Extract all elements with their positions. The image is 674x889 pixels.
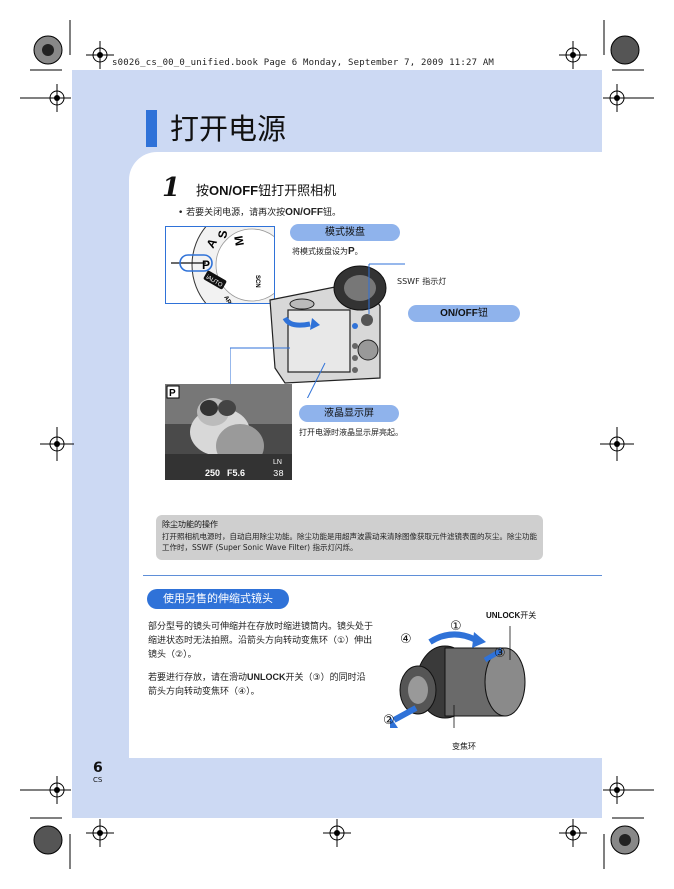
dial-scn: SCN — [254, 275, 260, 288]
step-note: • 若要关闭电源，请再次按ON/OFF钮。 — [178, 207, 341, 218]
dust-note-text: 打开照相机电源时，自动启用除尘功能。除尘功能是用超声波震动来清除图像获取元件滤镜… — [162, 532, 537, 552]
zoom-ring-label: 变焦环 — [452, 742, 476, 751]
section-divider — [143, 575, 602, 576]
dial-m: M — [231, 235, 247, 247]
dust-note-title: 除尘功能的操作 — [162, 520, 218, 529]
title-accent-bar — [146, 110, 157, 147]
marker-2: ② — [383, 713, 395, 728]
lcd-photo-preview: P 250 F5.6 LN 38 — [165, 384, 292, 480]
lcd-shutter: 250 — [205, 468, 220, 478]
dust-note-box — [156, 515, 543, 560]
mode-dial-desc: 将模式拨盘设为P。 — [292, 246, 363, 257]
marker-3: ③ — [494, 646, 506, 661]
sswf-label: SSWF 指示灯 — [397, 277, 447, 286]
dial-art: ART — [222, 295, 234, 303]
lcd-label: 液晶显示屏 — [299, 405, 399, 422]
mode-dial-label: 模式拨盘 — [290, 224, 400, 241]
lcd-desc: 打开电源时液晶显示屏亮起。 — [299, 428, 403, 437]
step-number: 1 — [162, 173, 181, 203]
lcd-mode: P — [169, 388, 176, 399]
lcd-quality: LN — [273, 459, 282, 466]
print-header: s0026_cs_00_0_unified.book Page 6 Monday… — [112, 58, 495, 68]
lcd-aperture: F5.6 — [227, 468, 245, 478]
unlock-switch-label: UNLOCK开关 — [486, 611, 537, 620]
section-heading: 使用另售的伸缩式镜头 — [147, 589, 289, 609]
page-language: CS — [93, 776, 103, 784]
marker-4: ④ — [400, 632, 412, 647]
page-number: 6 — [93, 760, 103, 776]
marker-1: ① — [450, 619, 462, 634]
lcd-shots: 38 — [273, 469, 284, 479]
step-instruction: 按ON/OFF钮打开照相机 — [196, 183, 337, 199]
mode-dial-illustration: P A S M iAUTO ART SCN — [165, 226, 275, 304]
dial-p: P — [202, 258, 210, 272]
lens-illustration — [390, 626, 526, 728]
dial-s: S — [215, 229, 230, 239]
onoff-label: ON/OFF钮 — [408, 305, 520, 322]
page-title: 打开电源 — [170, 112, 287, 146]
camera-illustration — [230, 263, 405, 398]
lens-paragraph-2: 若要进行存放，请在滑动UNLOCK开关（③）的同时沿箭头方向转动变焦环（④）。 — [148, 672, 366, 697]
lens-paragraph-1: 部分型号的镜头可伸缩并在存放时缩进镜筒内。镜头处于缩进状态时无法拍照。沿箭头方向… — [148, 622, 374, 660]
